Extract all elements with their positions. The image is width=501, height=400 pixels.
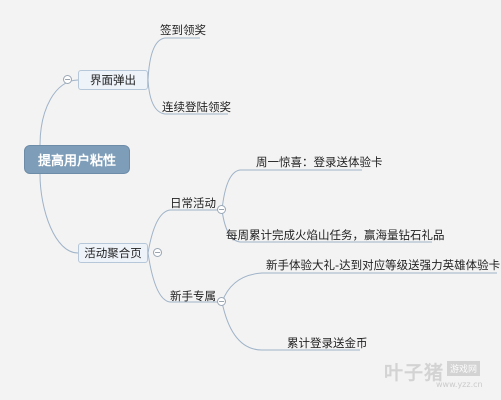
connector-root-to-ui-popup [39,79,79,146]
connector-daily-to-monday [221,169,362,211]
node-ui-popup[interactable]: 界面弹出 [78,70,148,90]
collapse-toggle-icon[interactable]: − [217,297,226,306]
connector-popup-to-checkin [147,37,200,81]
watermark-logo: 叶子猪 游戏网 www.yzz.cn [384,361,483,389]
connector-popup-to-continuous [147,79,228,115]
minus-icon: − [154,247,161,257]
node-daily-activities[interactable]: 日常活动 [170,196,216,210]
leaf-weekly-flame-mountain[interactable]: 每周累计完成火焰山任务，赢海量钻石礼品 [226,228,445,242]
root-node[interactable]: 提高用户粘性 [24,145,130,174]
leaf-cumulative-login-coins[interactable]: 累计登录送金币 [287,336,368,350]
leaf-checkin-reward[interactable]: 签到领奖 [160,23,206,37]
collapse-toggle-icon[interactable]: − [153,248,162,257]
collapse-toggle-icon[interactable]: − [63,75,72,84]
connector-newbie-to-coins [221,301,360,351]
minus-icon: − [218,204,225,214]
leaf-newbie-trial-gift[interactable]: 新手体验大礼-达到对应等级送强力英雄体验卡 [266,258,501,272]
minus-icon: − [64,74,71,84]
connector-root-to-activity-page [39,173,79,254]
connector-daily-to-weekly [221,209,432,243]
node-newbie-exclusive[interactable]: 新手专属 [170,289,216,303]
root-node-label: 提高用户粘性 [37,154,116,169]
leaf-monday-surprise[interactable]: 周一惊喜：登录送体验卡 [256,155,383,169]
node-activity-page-label: 活动聚合页 [84,246,142,260]
leaf-continuous-login-reward[interactable]: 连续登陆领奖 [162,100,231,114]
connector-activity-to-daily [147,209,222,254]
node-ui-popup-label: 界面弹出 [90,73,136,87]
node-activity-page[interactable]: 活动聚合页 [78,243,148,263]
connector-newbie-to-trial [221,272,497,303]
connector-activity-to-newbie [147,252,222,303]
minus-icon: − [218,296,225,306]
collapse-toggle-icon[interactable]: − [217,205,226,214]
